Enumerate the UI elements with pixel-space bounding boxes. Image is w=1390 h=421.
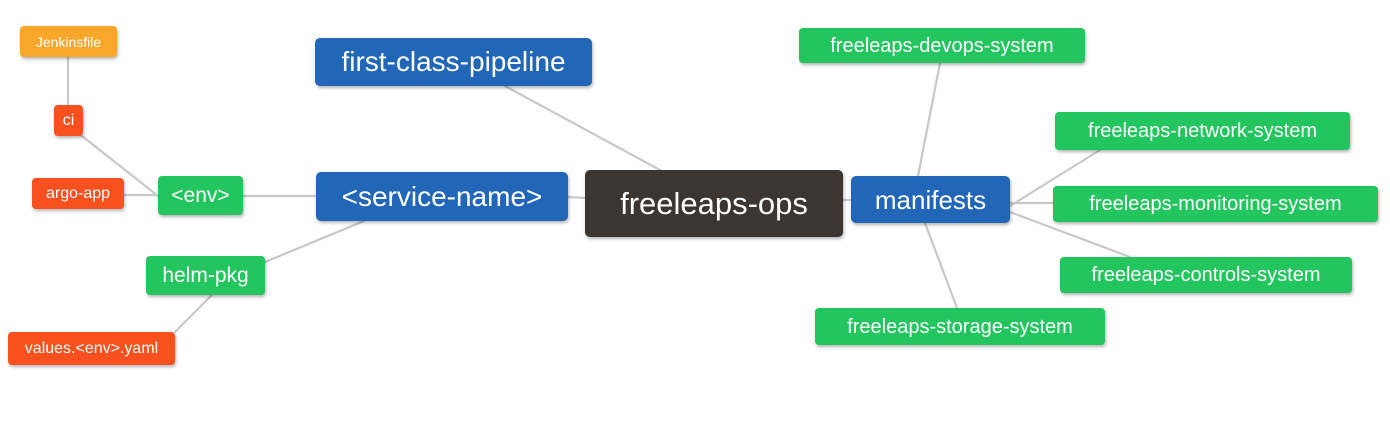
node-root-freeleaps-ops[interactable]: freeleaps-ops — [585, 170, 843, 237]
node-env[interactable]: <env> — [158, 176, 243, 215]
edge-values-helmpkg — [173, 293, 214, 334]
node-jenkinsfile[interactable]: Jenkinsfile — [20, 26, 117, 57]
edge-helmpkg-servicename — [263, 219, 366, 264]
node-freeleaps-monitoring-system[interactable]: freeleaps-monitoring-system — [1053, 186, 1378, 222]
edge-manifests-storage — [923, 221, 959, 310]
edge-ci-env — [80, 134, 160, 198]
edge-servicename-root — [566, 195, 587, 200]
node-freeleaps-network-system[interactable]: freeleaps-network-system — [1055, 112, 1350, 150]
edge-manifests-network — [1008, 148, 1102, 208]
node-freeleaps-devops-system[interactable]: freeleaps-devops-system — [799, 28, 1085, 63]
node-argo-app[interactable]: argo-app — [32, 178, 124, 209]
node-manifests[interactable]: manifests — [851, 176, 1010, 223]
edge-manifests-controls — [1008, 210, 1132, 259]
node-service-name[interactable]: <service-name> — [316, 172, 568, 221]
node-freeleaps-storage-system[interactable]: freeleaps-storage-system — [815, 308, 1105, 345]
node-values-env-yaml[interactable]: values.<env>.yaml — [8, 332, 175, 365]
edge-firstclasspipeline-root — [503, 84, 662, 172]
node-helm-pkg[interactable]: helm-pkg — [146, 256, 265, 295]
node-first-class-pipeline[interactable]: first-class-pipeline — [315, 38, 592, 86]
edge-manifests-devops — [916, 61, 942, 178]
node-freeleaps-controls-system[interactable]: freeleaps-controls-system — [1060, 257, 1352, 293]
node-ci[interactable]: ci — [54, 105, 83, 136]
